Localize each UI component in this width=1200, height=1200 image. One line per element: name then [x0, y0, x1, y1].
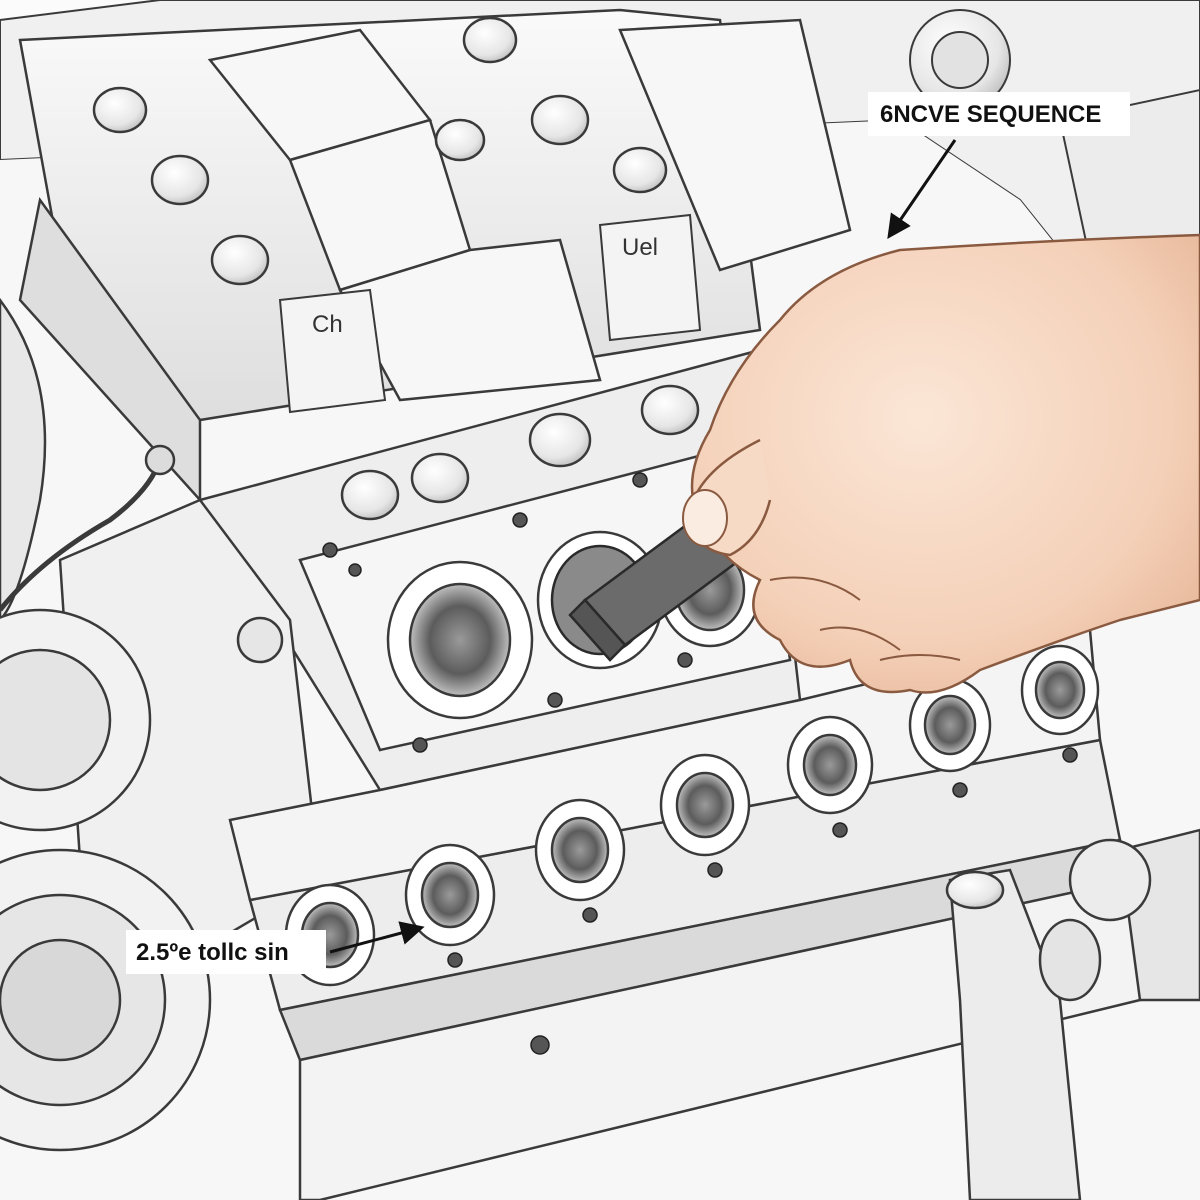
callout-bottom-arrow — [329, 921, 425, 954]
callout-top: 6NCVE SEQUENCE — [868, 92, 1130, 239]
tag-label-right: Uel — [622, 234, 658, 261]
callout-bottom: 2.5ºe tollc sin — [126, 921, 425, 974]
callout-bottom-label: 2.5ºe tollc sin — [136, 939, 289, 966]
timing-cover — [0, 297, 322, 1152]
tag-plate-left: Ch — [278, 288, 387, 414]
callout-top-arrow — [887, 139, 957, 239]
valve-cover — [18, 8, 852, 504]
callout-top-label: 6NCVE SEQUENCE — [880, 101, 1101, 128]
tag-label-left: Ch — [312, 311, 343, 338]
tag-plate-right: Uel — [598, 213, 702, 342]
hand — [682, 233, 1200, 694]
